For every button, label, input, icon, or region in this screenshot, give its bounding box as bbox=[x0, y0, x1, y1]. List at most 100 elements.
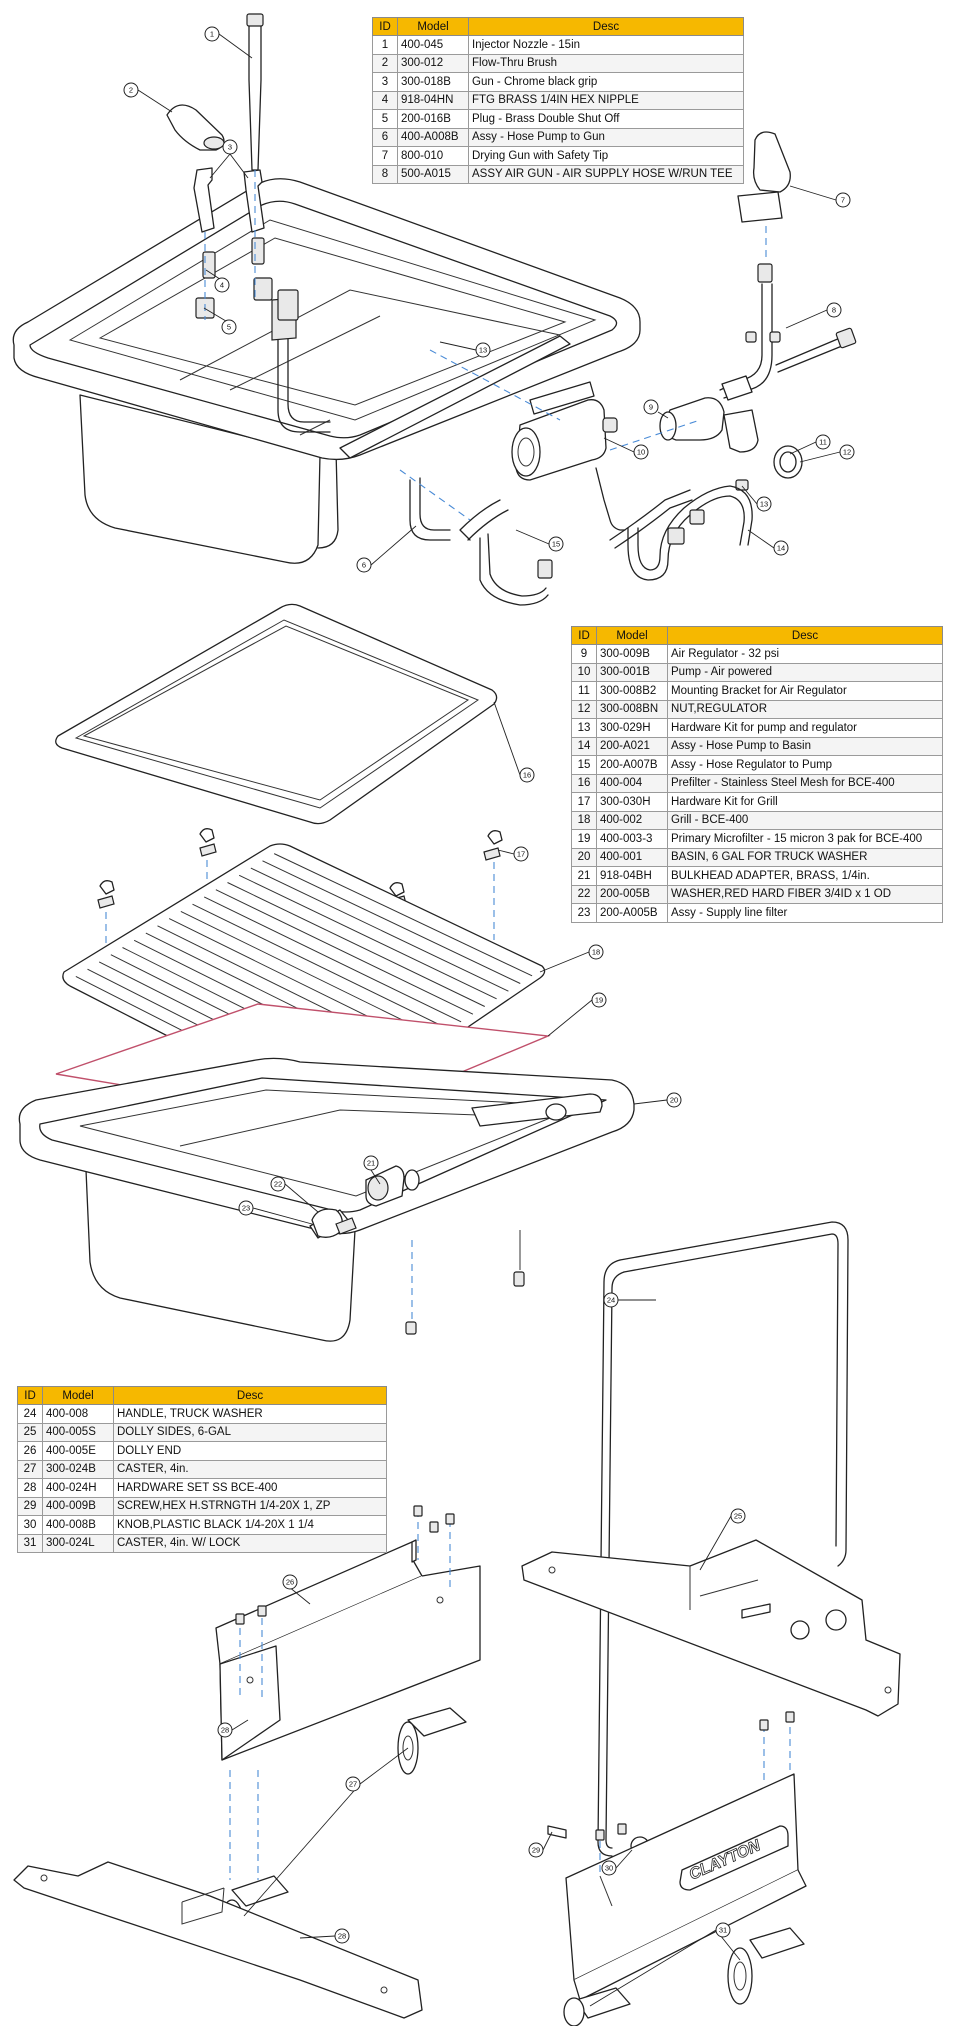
part-model: 800-010 bbox=[397, 146, 469, 166]
callout-label: 17 bbox=[517, 850, 525, 859]
callout-label: 11 bbox=[819, 438, 827, 447]
callout-label: 20 bbox=[670, 1096, 678, 1105]
header-model: Model bbox=[596, 626, 668, 645]
part-model: 400-024H bbox=[42, 1478, 114, 1498]
drying-gun-assembly bbox=[609, 131, 857, 491]
part-id: 23 bbox=[571, 903, 597, 923]
part-model: 300-008B2 bbox=[596, 681, 668, 701]
callout-label: 12 bbox=[843, 448, 851, 457]
part-model: 400-004 bbox=[596, 773, 668, 793]
callout-label: 18 bbox=[592, 948, 600, 957]
part-model: 300-029H bbox=[596, 718, 668, 738]
part-model: 400-008 bbox=[42, 1404, 114, 1424]
part-model: 400-002 bbox=[596, 810, 668, 830]
part-id: 9 bbox=[571, 644, 597, 664]
part-model: 918-04HN bbox=[397, 90, 469, 110]
header-model: Model bbox=[397, 17, 469, 36]
prefilter-tray bbox=[55, 603, 498, 825]
part-desc: Plug - Brass Double Shut Off bbox=[468, 109, 744, 129]
callout-label: 15 bbox=[552, 540, 560, 549]
part-id: 18 bbox=[571, 810, 597, 830]
part-desc: Pump - Air powered bbox=[667, 662, 943, 682]
part-model: 400-003-3 bbox=[596, 829, 668, 849]
callout-leaders bbox=[137, 33, 841, 2007]
callout-label: 29 bbox=[532, 1846, 540, 1855]
part-desc: NUT,REGULATOR bbox=[667, 699, 943, 719]
part-model: 200-A007B bbox=[596, 755, 668, 775]
grill-bar bbox=[203, 896, 462, 1023]
part-model: 400-008B bbox=[42, 1515, 114, 1535]
part-id: 12 bbox=[571, 699, 597, 719]
header-model: Model bbox=[42, 1386, 114, 1405]
part-desc: Prefilter - Stainless Steel Mesh for BCE… bbox=[667, 773, 943, 793]
part-id: 16 bbox=[571, 773, 597, 793]
part-model: 400-005E bbox=[42, 1441, 114, 1461]
part-model: 400-009B bbox=[42, 1496, 114, 1516]
part-id: 25 bbox=[17, 1422, 43, 1442]
callout-label: 30 bbox=[605, 1864, 613, 1873]
grill-bar bbox=[180, 910, 438, 1038]
part-id: 20 bbox=[571, 847, 597, 867]
part-model: 200-A005B bbox=[596, 903, 668, 923]
header-id: ID bbox=[571, 626, 597, 645]
grill-bar bbox=[250, 867, 509, 992]
part-desc: Assy - Supply line filter bbox=[667, 903, 943, 923]
part-id: 21 bbox=[571, 866, 597, 886]
part-model: 200-005B bbox=[596, 884, 668, 904]
part-model: 400-001 bbox=[596, 847, 668, 867]
part-id: 28 bbox=[17, 1478, 43, 1498]
part-desc: SCREW,HEX H.STRNGTH 1/4-20X 1, ZP bbox=[113, 1496, 387, 1516]
dolly-end-right: CLAYTON bbox=[565, 1720, 807, 2001]
part-id: 6 bbox=[372, 127, 398, 147]
dolly-end-left bbox=[215, 1510, 481, 1761]
part-id: 17 bbox=[571, 792, 597, 812]
spray-guns-and-nozzle bbox=[166, 13, 299, 321]
callout-label: 21 bbox=[367, 1159, 375, 1168]
parts-table-header: ID Model Desc bbox=[571, 626, 943, 645]
parts-table-header: ID Model Desc bbox=[372, 17, 744, 36]
basin-hoses bbox=[399, 349, 753, 606]
callout-balloons: 1 2 3 3 4 5 6 7 8 9 10 11 12 13 13 14 15… bbox=[123, 26, 855, 1944]
part-desc: Hardware Kit for Grill bbox=[667, 792, 943, 812]
part-id: 2 bbox=[372, 53, 398, 73]
grill-bar bbox=[192, 903, 450, 1030]
basin-mid bbox=[18, 1057, 635, 1342]
callout-label: 9 bbox=[649, 403, 653, 412]
part-model: 400-005S bbox=[42, 1422, 114, 1442]
part-desc: Grill - BCE-400 bbox=[667, 810, 943, 830]
part-id: 19 bbox=[571, 829, 597, 849]
dolly-side-right bbox=[521, 1539, 901, 1717]
callout-label: 7 bbox=[841, 196, 845, 205]
callout-label: 23 bbox=[242, 1204, 250, 1213]
part-id: 29 bbox=[17, 1496, 43, 1516]
part-desc: Drying Gun with Safety Tip bbox=[468, 146, 744, 166]
part-model: 200-016B bbox=[397, 109, 469, 129]
part-desc: ASSY AIR GUN - AIR SUPPLY HOSE W/RUN TEE bbox=[468, 164, 744, 184]
top-basin-assembly bbox=[12, 178, 641, 564]
part-id: 15 bbox=[571, 755, 597, 775]
part-desc: HARDWARE SET SS BCE-400 bbox=[113, 1478, 387, 1498]
part-model: 918-04BH bbox=[596, 866, 668, 886]
part-id: 14 bbox=[571, 736, 597, 756]
part-id: 31 bbox=[17, 1533, 43, 1553]
part-desc: CASTER, 4in. bbox=[113, 1459, 387, 1479]
